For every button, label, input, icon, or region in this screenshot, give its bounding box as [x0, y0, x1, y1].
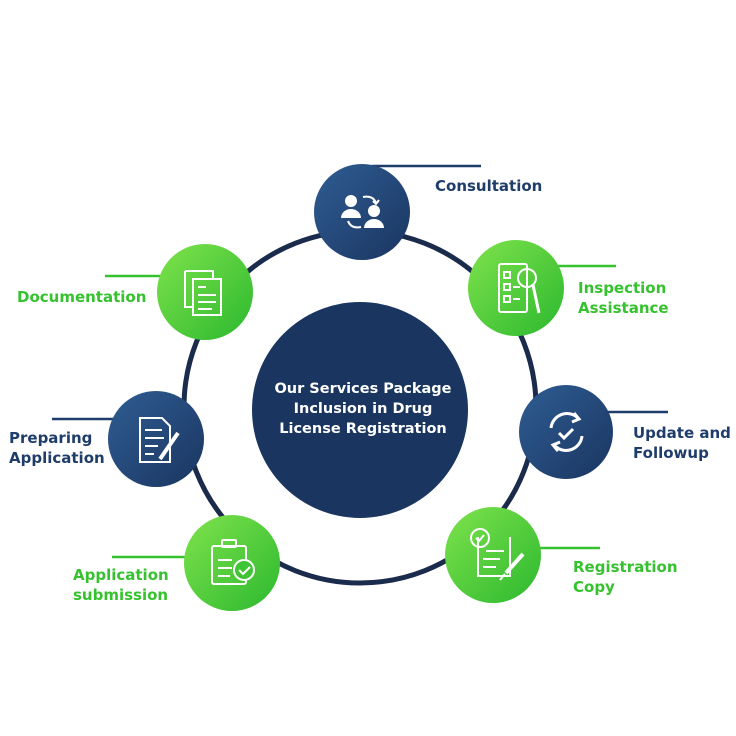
center-circle [252, 302, 468, 518]
center-title-line: License Registration [279, 421, 447, 437]
documents-icon [184, 270, 222, 316]
label-registration-copy: Registration Copy [573, 557, 678, 597]
center-title-line: Our Services Package [274, 381, 452, 397]
people-exchange-icon [341, 195, 384, 229]
certificate-pen-icon [470, 528, 525, 581]
node-documentation [157, 244, 253, 340]
node-preparing-application [108, 391, 204, 487]
center-title: Our Services Package Inclusion in Drug L… [258, 379, 468, 439]
label-update-followup: Update and Followup [633, 423, 731, 463]
node-application-submission [184, 515, 280, 611]
node-update-followup [519, 385, 613, 479]
label-line: submission [73, 586, 169, 604]
node-registration-copy [445, 507, 541, 603]
label-line: Inspection [578, 279, 667, 297]
checklist-magnifier-icon [498, 263, 541, 314]
label-application-submission: Application submission [73, 565, 169, 605]
label-line: Consultation [435, 177, 543, 195]
label-line: Copy [573, 578, 615, 596]
label-line: Registration [573, 558, 678, 576]
label-preparing-application: Preparing Application [9, 428, 105, 468]
label-documentation: Documentation [17, 287, 146, 307]
node-inspection-assistance [468, 240, 564, 336]
label-line: Application [9, 449, 105, 467]
label-line: Update and [633, 424, 731, 442]
node-consultation [314, 164, 410, 260]
label-line: Followup [633, 444, 709, 462]
label-line: Application [73, 566, 169, 584]
document-check-icon [211, 539, 255, 585]
center-title-line: Inclusion in Drug [293, 401, 433, 417]
document-pen-icon [139, 417, 180, 463]
label-inspection-assistance: Inspection Assistance [578, 278, 669, 318]
label-consultation: Consultation [435, 176, 542, 196]
label-line: Preparing [9, 429, 93, 447]
refresh-check-icon [549, 412, 584, 452]
label-line: Assistance [578, 299, 669, 317]
label-line: Documentation [17, 288, 147, 306]
